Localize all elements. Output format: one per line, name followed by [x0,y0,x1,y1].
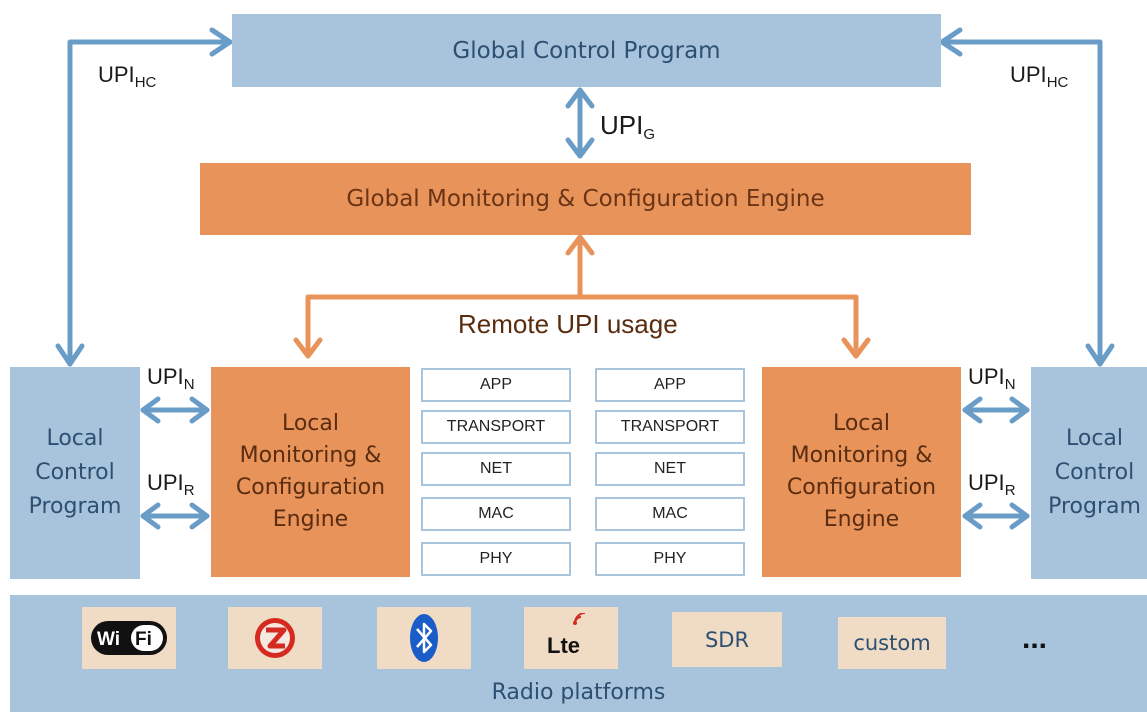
right-stack-app: APP [595,368,745,402]
wifi-logo-icon: Wi Fi [91,621,167,655]
left-stack-mac: MAC [421,497,571,531]
global-monitoring-configuration-engine: Global Monitoring & Configuration Engine [200,163,971,235]
zigbee-logo-icon [255,618,295,658]
upi-g-arrowhead-top [565,87,595,109]
left-stack-transport: TRANSPORT [421,410,571,444]
upi-r-right-label: UPIR [968,470,1016,499]
right-local-control-program: Local Control Program [1031,367,1147,579]
left-local-monitoring-engine: Local Monitoring & Configuration Engine [211,367,410,577]
left-hc-arrowhead-top [209,27,233,57]
svg-text:Fi: Fi [135,629,152,650]
right-hc-arrowhead-top [939,27,963,57]
remote-upi-arrowhead-top [565,234,595,256]
remote-upi-arrowhead-right [841,337,871,359]
global-control-program-label: Global Control Program [452,37,721,64]
remote-upi-arrowhead-left [293,337,323,359]
global-engine-label: Global Monitoring & Configuration Engine [346,186,825,212]
sdr-label: SDR [704,627,750,652]
bluetooth-tile [377,607,471,669]
right-stack-phy: PHY [595,542,745,576]
upi-g-arrowhead-bottom [565,137,595,159]
right-stack-transport: TRANSPORT [595,410,745,444]
svg-text:Lte: Lte [547,633,580,658]
right-stack-net: NET [595,452,745,486]
bluetooth-logo-icon [410,614,438,662]
left-hc-arrowhead-bottom [55,343,85,367]
global-control-program: Global Control Program [232,14,941,87]
right-local-monitoring-engine: Local Monitoring & Configuration Engine [762,367,961,577]
left-stack-app: APP [421,368,571,402]
zigbee-tile [228,607,322,669]
remote-upi-branch [305,294,859,359]
custom-label: custom [853,631,931,655]
upi-g-label: UPIG [600,110,656,143]
right-hc-connector [939,39,1103,367]
upi-n-right-label: UPIN [968,364,1016,393]
upi-r-left-label: UPIR [147,470,195,499]
lte-tile: Lte [524,607,618,669]
left-stack-phy: PHY [421,542,571,576]
radio-platforms-label: Radio platforms [491,680,666,705]
upi-n-left-label: UPIN [147,364,195,393]
upi-hc-left-label: UPIHC [98,62,157,91]
left-stack-net: NET [421,452,571,486]
more-platforms-ellipsis: ... [1022,622,1048,655]
right-hc-arrowhead-bottom [1085,343,1115,367]
right-stack-mac: MAC [595,497,745,531]
sdr-tile: SDR [672,612,782,667]
lte-logo-icon: Lte [547,613,586,658]
wifi-tile: Wi Fi [82,607,176,669]
remote-upi-usage-label: Remote UPI usage [458,309,678,339]
custom-tile: custom [838,617,946,669]
svg-text:Wi: Wi [97,629,120,650]
upi-hc-right-label: UPIHC [1010,62,1069,91]
left-local-control-program: Local Control Program [10,367,140,579]
left-hc-connector [67,39,233,367]
